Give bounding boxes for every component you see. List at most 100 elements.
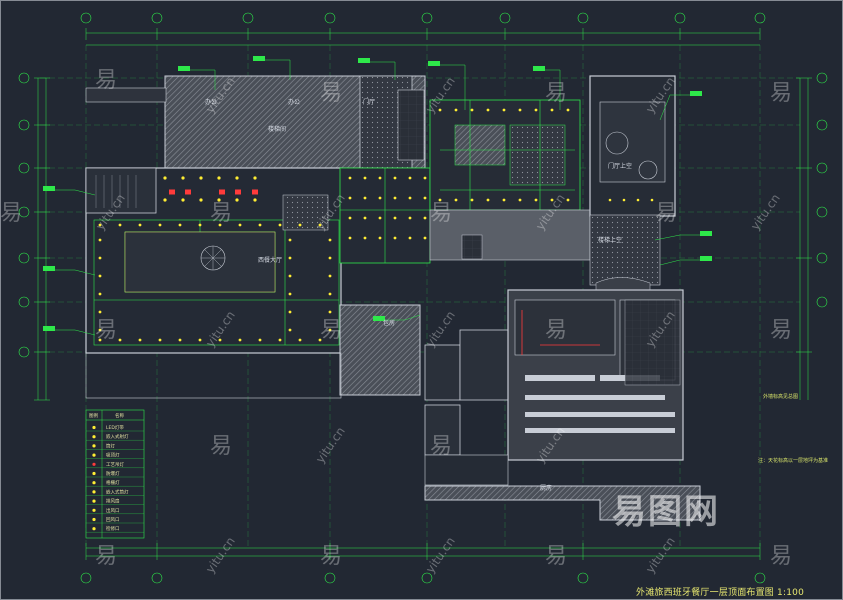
central-ceiling-panel (124, 231, 276, 293)
label-lobby: 门厅上空 (608, 162, 632, 170)
legend-label: 回风口 (106, 517, 120, 523)
downlight-icon (393, 196, 397, 200)
downlight-icon (502, 108, 506, 112)
legend-symbol-icon (92, 453, 96, 457)
downlight-icon (534, 108, 538, 112)
downlight-icon (98, 292, 102, 296)
downlight-icon (235, 198, 239, 202)
downlight-icon (566, 108, 570, 112)
legend-label: 出风口 (106, 507, 120, 514)
right-axis-bubbles (816, 72, 828, 308)
legend-symbol-icon (92, 462, 96, 466)
downlight-icon (486, 198, 490, 202)
corridor-gray (429, 209, 591, 261)
downlight-icon (138, 223, 142, 227)
emergency-light-icon (252, 189, 258, 195)
downlight-icon (181, 198, 185, 202)
legend-symbol-icon (92, 444, 96, 448)
downlight-icon (408, 196, 412, 200)
downlight-icon (98, 310, 102, 314)
downlight-icon (253, 176, 257, 180)
legend-label: 检修口 (106, 525, 120, 532)
label-atrium: 楼梯上空 (598, 236, 622, 244)
downlight-icon (158, 338, 162, 342)
downlight-icon (393, 236, 397, 240)
downlight-icon (253, 198, 257, 202)
downlight-icon (363, 176, 367, 180)
legend-symbol-icon (92, 490, 96, 494)
downlight-icon (454, 108, 458, 112)
downlight-icon (378, 196, 382, 200)
bar-counter (454, 124, 506, 166)
bottom-room (424, 454, 509, 486)
downlight-icon (348, 176, 352, 180)
downlight-icon (217, 176, 221, 180)
downlight-icon (328, 256, 332, 260)
label-hall: 西餐大厅 (258, 256, 282, 264)
legend-symbol-icon (92, 517, 96, 522)
downlight-icon (328, 274, 332, 278)
downlight-icon (423, 216, 427, 220)
downlight-icon (199, 176, 203, 180)
lobby-chandelier-icon (605, 131, 629, 155)
downlight-icon (348, 236, 352, 240)
lobby-chandelier-2-icon (638, 160, 658, 180)
downlight-icon (378, 176, 382, 180)
downlight-icon (408, 216, 412, 220)
stair-left-treads (95, 175, 137, 208)
legend-label: 工艺吊灯 (106, 461, 124, 468)
downlight-icon (198, 338, 202, 342)
downlight-icon (393, 176, 397, 180)
emergency-light-icon (235, 189, 241, 195)
downlight-icon (328, 328, 332, 332)
stair-right (624, 299, 681, 386)
annotation-leaders (55, 59, 700, 336)
left-dimension-line (34, 77, 50, 401)
legend-symbol-icon (92, 527, 96, 531)
downlight-icon (178, 338, 182, 342)
emergency-light-icon (185, 189, 191, 195)
downlight-icon (98, 238, 102, 242)
downlight-icon (163, 198, 167, 202)
label-office-b: 办公 (288, 98, 300, 106)
downlight-icon (163, 176, 167, 180)
drawing-title: 外滩旅西班牙餐厅一层顶面布置图 1:100 (636, 588, 804, 598)
downlight-icon (278, 338, 282, 342)
chandelier-arms-icon (201, 246, 225, 270)
kitchen-red-lines (521, 310, 600, 355)
downlight-icon (650, 198, 654, 202)
downlight-icon (98, 223, 102, 227)
stair-left (85, 167, 157, 214)
downlight-icon (363, 196, 367, 200)
legend-header-col2: 名称 (115, 412, 124, 419)
legend-symbol-icon (92, 435, 96, 439)
downlight-icon (328, 310, 332, 314)
legend-rows: LED灯带嵌入式射灯筒灯吸顶灯工艺吊灯防爆灯格栅灯嵌入式筒灯排风扇出风口回风口检… (86, 424, 144, 533)
downlight-icon (534, 198, 538, 202)
emergency-light-icon (219, 189, 225, 195)
downlight-icon (348, 196, 352, 200)
room-small-2 (424, 404, 461, 456)
legend-symbol-icon (92, 481, 96, 485)
annotation-tags (43, 56, 712, 331)
downlight-icon (470, 108, 474, 112)
legend-label: 排风扇 (106, 498, 120, 505)
downlight-icon (518, 108, 522, 112)
downlight-icon (217, 198, 221, 202)
label-kitchen: 厨房 (540, 484, 552, 492)
downlight-icon (454, 198, 458, 202)
legend-label: 筒灯 (106, 442, 115, 449)
service-zone (509, 124, 566, 186)
room-labels: 办公 办公 门厅 楼梯间 西餐大厅 门厅上空 楼梯上空 包房 厨房 (205, 98, 632, 492)
legend-label: 吸顶灯 (106, 452, 120, 459)
downlight-icon (278, 223, 282, 227)
downlight-icon (438, 108, 442, 112)
downlight-icon (438, 198, 442, 202)
legend-header-col1: 图例 (89, 412, 98, 419)
downlight-icon (423, 176, 427, 180)
bottom-strip (424, 485, 701, 521)
downlight-icon (423, 196, 427, 200)
downlight-icon (288, 310, 292, 314)
kitchen-prep (514, 299, 616, 356)
